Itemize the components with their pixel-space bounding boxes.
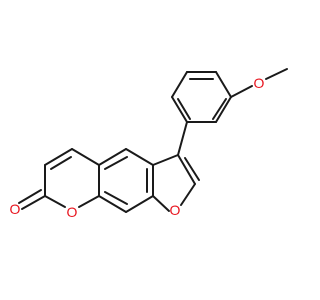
bond <box>104 156 128 170</box>
bond <box>78 195 100 208</box>
bond <box>152 154 179 166</box>
ring-oxygen-label: O <box>67 204 78 220</box>
bond <box>44 195 66 208</box>
atom-labels: O O O O <box>10 75 265 220</box>
carbonyl-oxygen-label: O <box>10 201 21 217</box>
molecule-diagram: O O O O <box>9 68 288 220</box>
bond <box>215 71 232 98</box>
bond <box>212 98 227 120</box>
bond <box>171 96 188 123</box>
bond <box>18 189 42 204</box>
bonds <box>18 68 288 213</box>
bond <box>98 148 127 166</box>
bond <box>21 195 46 210</box>
bond <box>125 195 154 213</box>
bond <box>230 85 253 98</box>
bond <box>104 191 128 205</box>
bond <box>71 148 100 166</box>
bond <box>171 71 188 98</box>
bond <box>98 195 127 213</box>
bond <box>177 121 188 156</box>
bond <box>44 148 73 166</box>
bond <box>177 154 196 185</box>
bond <box>180 183 196 206</box>
bond <box>152 195 170 212</box>
bond <box>177 98 191 120</box>
bond <box>184 157 200 181</box>
bond <box>125 148 154 166</box>
furan-oxygen-label: O <box>170 202 181 218</box>
bond <box>215 96 232 123</box>
bond <box>50 156 72 170</box>
bond <box>265 68 288 80</box>
methoxy-oxygen-label: O <box>254 75 265 91</box>
